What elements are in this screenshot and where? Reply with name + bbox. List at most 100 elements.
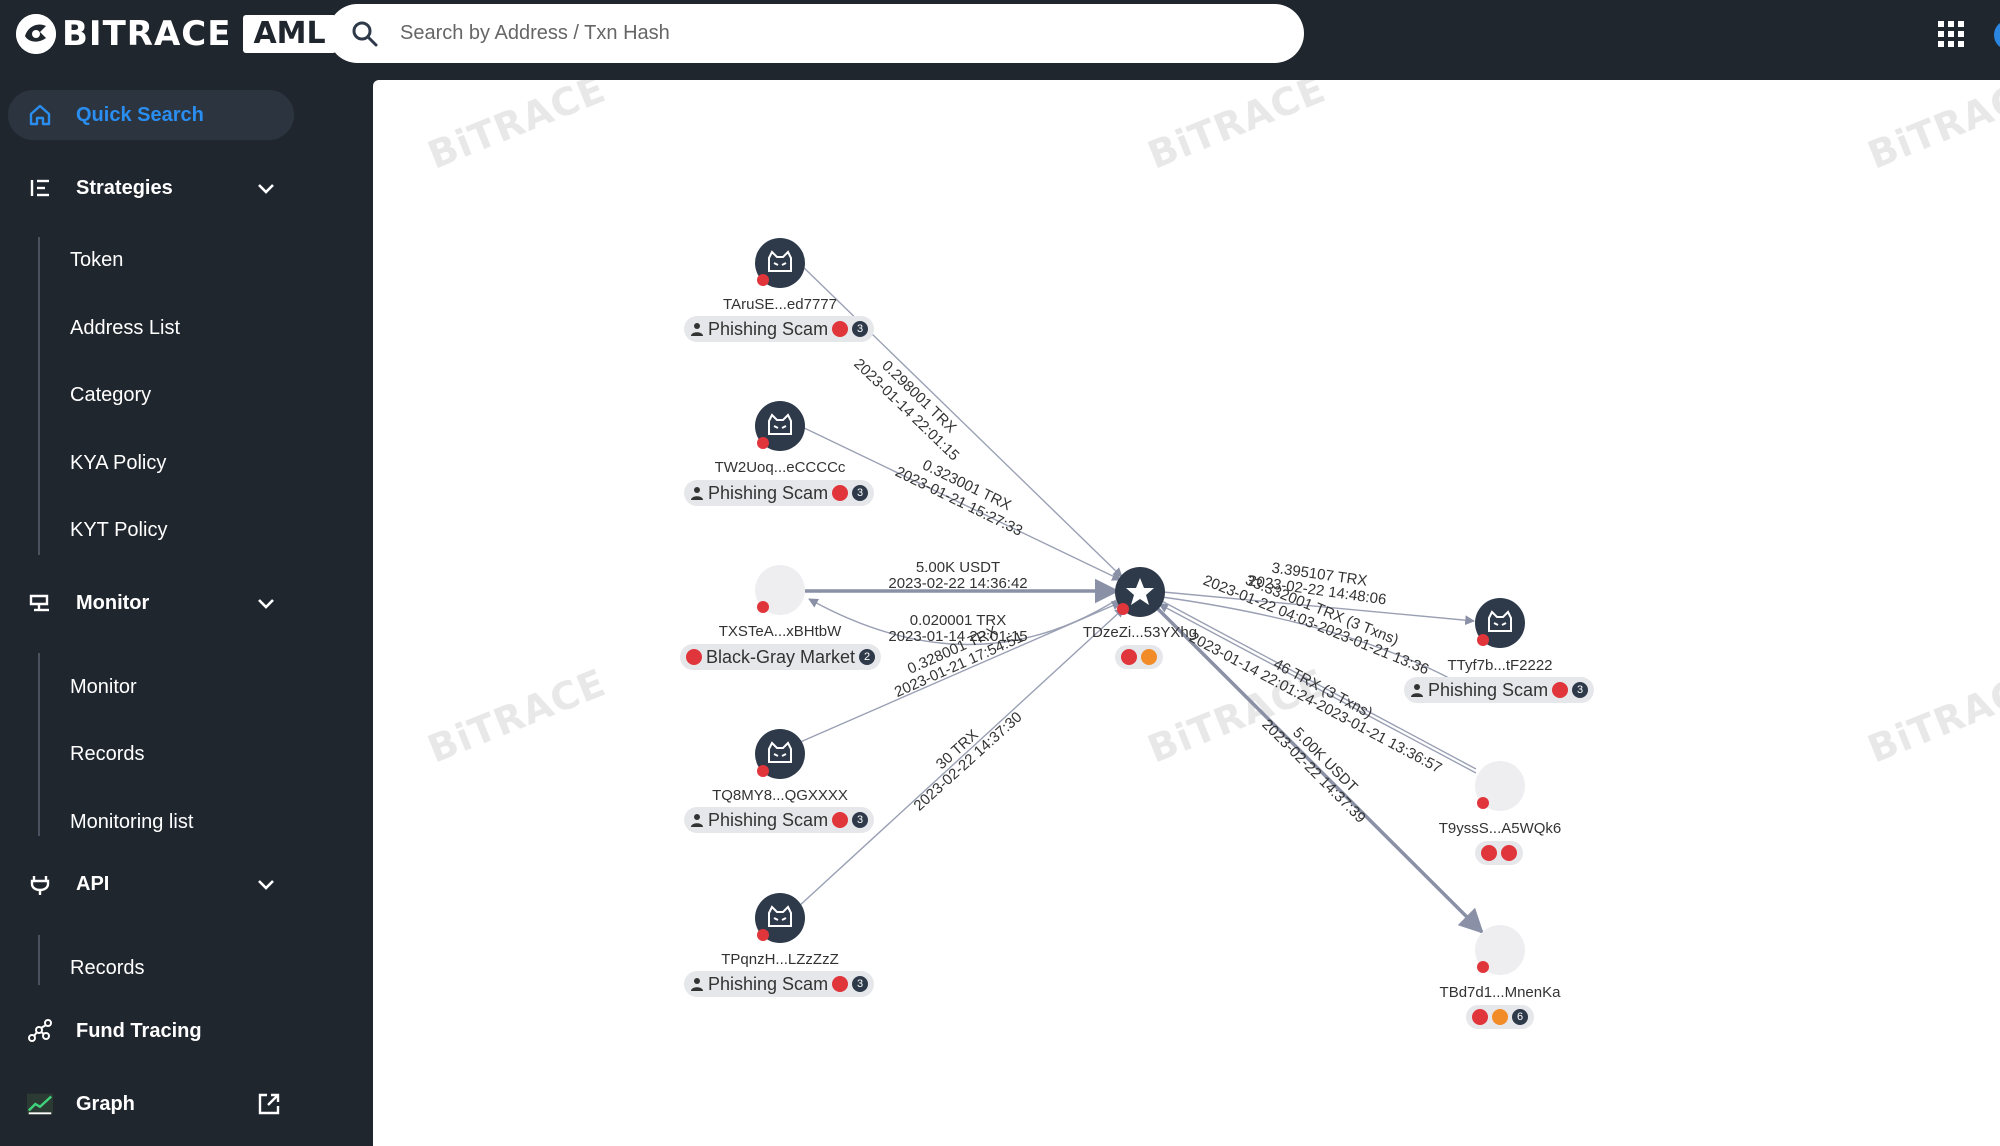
sidebar-item-category[interactable]: Category — [70, 384, 152, 406]
edge-line[interactable] — [1158, 603, 1477, 774]
count-badge: 3 — [852, 321, 869, 337]
node-address: TPqnzH...LZzZzZ — [721, 951, 839, 968]
edge-line[interactable] — [1162, 591, 1475, 626]
graph-node[interactable] — [755, 729, 805, 779]
nav-strategies[interactable]: Strategies — [8, 163, 294, 213]
robot-icon — [832, 485, 849, 501]
fund-tracing-icon — [26, 1017, 54, 1045]
graph-node[interactable] — [755, 565, 805, 615]
edge-line[interactable] — [797, 424, 1122, 581]
graph-node[interactable] — [755, 238, 805, 288]
graph-canvas[interactable]: BiTRACE BiTRACE BiTRACE BiTRACE BiTRACE … — [373, 80, 2000, 1146]
count-badge: 2 — [859, 649, 876, 665]
node-address: TW2Uoq...eCCCCc — [714, 459, 846, 476]
count-badge: 3 — [852, 812, 869, 828]
nav-strategies-label: Strategies — [76, 176, 173, 199]
risk-tag[interactable]: Black-Gray Market 2 — [680, 644, 882, 670]
edge-line[interactable] — [797, 601, 1122, 744]
nav-api[interactable]: API — [8, 859, 294, 909]
node-address: TBd7d1...MnenKa — [1439, 984, 1561, 1001]
graph-icon — [26, 1090, 54, 1118]
person-icon — [1411, 684, 1423, 697]
nav-graph[interactable]: Graph — [8, 1079, 294, 1129]
submenu-line — [38, 653, 40, 836]
sidebar-item-kyt-policy[interactable]: KYT Policy — [70, 519, 168, 541]
edge-line[interactable] — [1154, 605, 1484, 934]
graph-node[interactable] — [1475, 925, 1525, 975]
count-badge: 6 — [1512, 1009, 1528, 1025]
monitor-icon — [26, 589, 54, 617]
edge-line[interactable] — [1159, 599, 1477, 770]
sidebar: Quick Search Strategies Token Address Li… — [0, 80, 328, 1146]
risk-tag[interactable]: Phishing Scam 3 — [684, 316, 875, 342]
sidebar-item-kya-policy[interactable]: KYA Policy — [70, 452, 167, 474]
robot-icon — [832, 812, 849, 828]
chevron-down-icon[interactable] — [254, 872, 278, 896]
graph-node[interactable] — [1475, 598, 1525, 648]
robot-icon — [1121, 649, 1137, 665]
graph-node[interactable] — [1475, 761, 1525, 811]
node-risk-icons[interactable]: 6 — [1466, 1005, 1534, 1029]
edge-line[interactable] — [1161, 596, 1477, 694]
nav-fund-tracing[interactable]: Fund Tracing — [8, 1006, 294, 1056]
nav-monitor[interactable]: Monitor — [8, 578, 294, 628]
node-address: TAruSE...ed7777 — [723, 296, 837, 313]
sidebar-item-monitoring-list[interactable]: Monitoring list — [70, 811, 194, 833]
edge-line[interactable] — [797, 607, 1125, 908]
edge-time-label: 2023-02-22 14:36:42 — [888, 575, 1027, 592]
edge-time-label: 2023-02-22 14:37:39 — [1258, 716, 1369, 827]
robot-icon — [832, 976, 849, 992]
avatar[interactable] — [1994, 20, 2000, 50]
gray-market-icon — [1481, 845, 1497, 861]
edge-line[interactable] — [797, 261, 1123, 578]
sidebar-item-address-list[interactable]: Address List — [70, 317, 181, 339]
count-badge: 3 — [1572, 682, 1589, 698]
search-input[interactable] — [400, 22, 1260, 45]
sidebar-item-token[interactable]: Token — [70, 249, 124, 271]
home-icon — [26, 101, 54, 129]
brand-logo[interactable]: BITRACE AML — [16, 14, 336, 54]
node-address: T9yssS...A5WQk6 — [1438, 820, 1562, 837]
graph-node[interactable] — [755, 893, 805, 943]
search-icon[interactable] — [350, 19, 380, 49]
apps-grid-icon[interactable] — [1938, 21, 1964, 47]
edge-time-label: 2023-02-22 14:37:30 — [911, 709, 1026, 815]
list-icon — [26, 174, 54, 202]
plug-icon — [26, 870, 54, 898]
graph-node[interactable] — [755, 401, 805, 451]
nav-quick-search[interactable]: Quick Search — [8, 90, 294, 140]
chevron-down-icon[interactable] — [254, 176, 278, 200]
nav-graph-label: Graph — [76, 1092, 135, 1115]
sidebar-item-api-records[interactable]: Records — [70, 957, 145, 979]
risk-tag-label: Phishing Scam — [708, 973, 829, 994]
risk-tag[interactable]: Phishing Scam 3 — [1404, 677, 1595, 703]
node-address: TTyf7b...tF2222 — [1447, 657, 1553, 674]
warning-icon — [1141, 649, 1157, 665]
gray-market-icon — [686, 649, 702, 665]
count-badge: 3 — [852, 485, 869, 501]
node-risk-icons[interactable] — [1475, 841, 1523, 865]
sidebar-item-monitor[interactable]: Monitor — [70, 676, 137, 698]
warning-icon — [1492, 1009, 1508, 1025]
risk-tag-label: Phishing Scam — [708, 809, 829, 830]
brand-badge: AML — [243, 15, 336, 53]
graph-center-node[interactable] — [1115, 567, 1165, 617]
chevron-down-icon[interactable] — [254, 591, 278, 615]
count-badge: 3 — [852, 976, 869, 992]
nav-api-label: API — [76, 872, 110, 895]
external-link-icon[interactable] — [256, 1091, 282, 1117]
risk-tag[interactable]: Phishing Scam 3 — [684, 807, 875, 833]
risk-tag-label: Phishing Scam — [708, 482, 829, 503]
risk-tag[interactable]: Phishing Scam 3 — [684, 480, 875, 506]
top-bar: BITRACE AML — [0, 0, 2000, 80]
nav-quick-search-label: Quick Search — [76, 103, 204, 126]
brand-name: BITRACE — [62, 14, 232, 54]
search-bar[interactable] — [328, 4, 1304, 63]
risk-tag-label: Black-Gray Market — [706, 646, 856, 667]
center-risk-icons[interactable] — [1115, 645, 1163, 669]
risk-tag[interactable]: Phishing Scam 3 — [684, 971, 875, 997]
robot-icon — [1472, 1009, 1488, 1025]
sidebar-item-records[interactable]: Records — [70, 743, 145, 765]
submenu-line — [38, 935, 40, 985]
person-icon — [691, 978, 703, 991]
